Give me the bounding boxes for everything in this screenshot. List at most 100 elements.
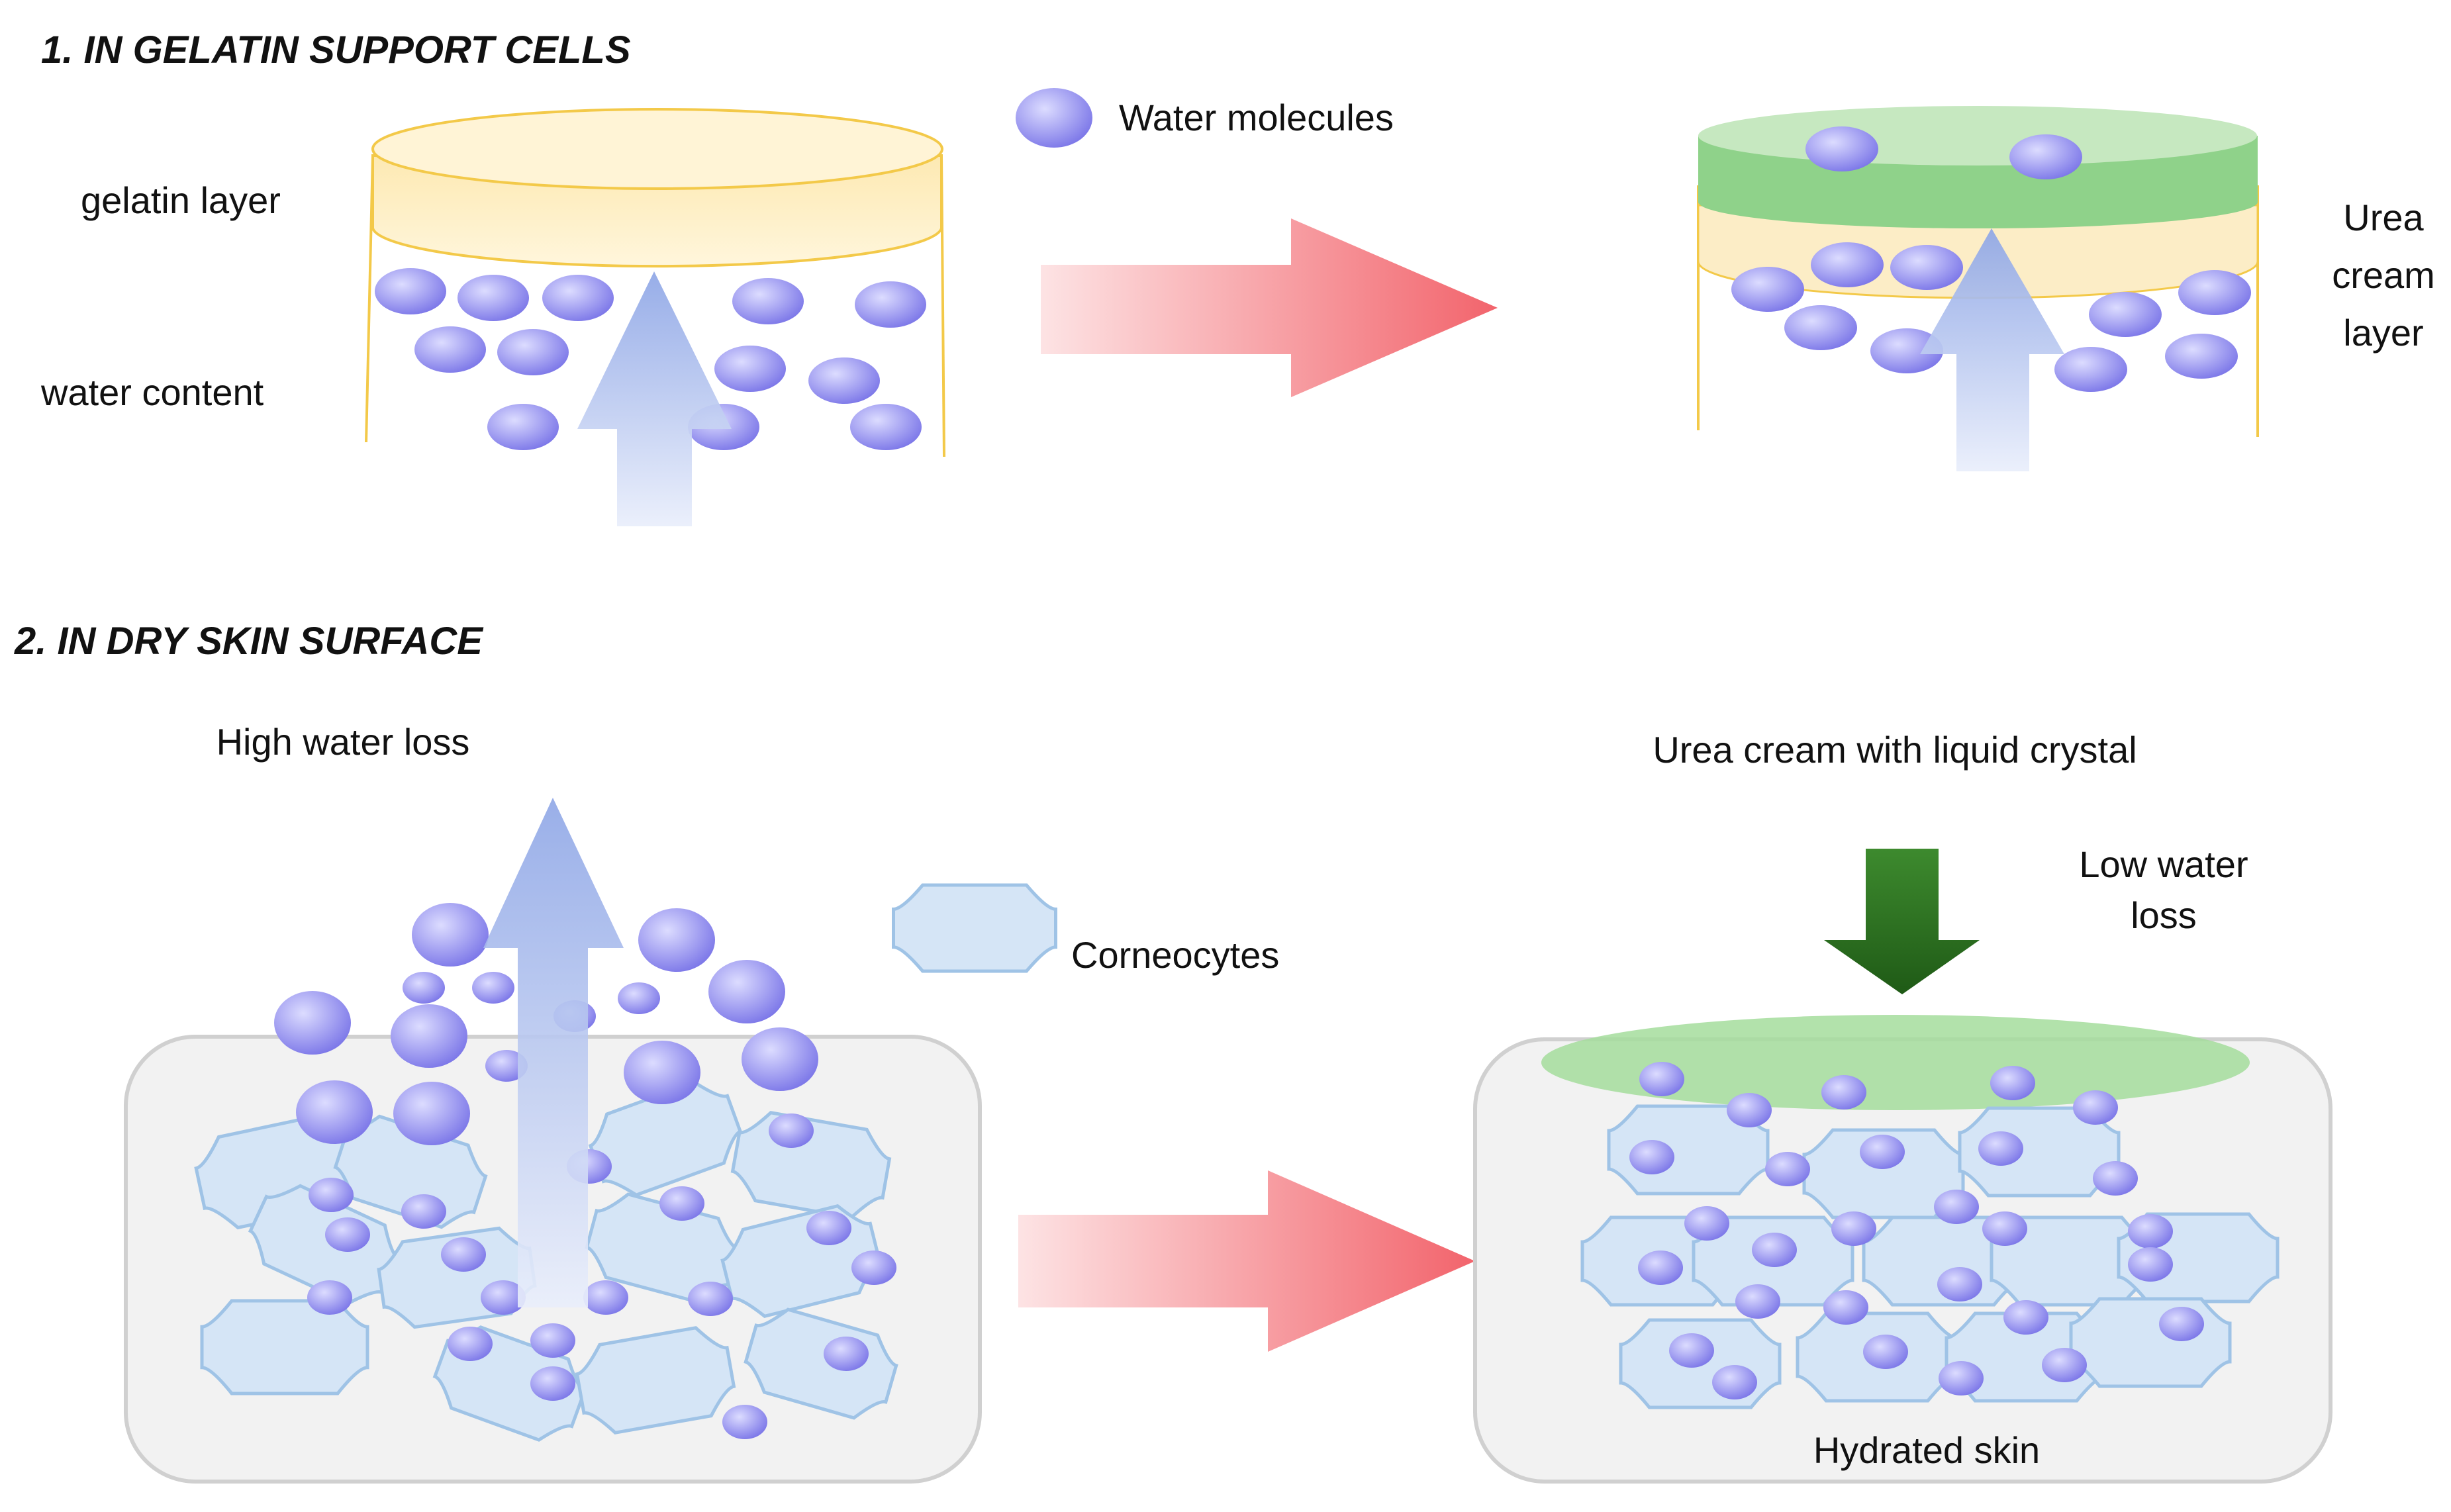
water-molecule [497, 329, 569, 375]
urea-label-line1: Urea [2343, 197, 2424, 238]
urea-cream-film [1541, 1015, 2250, 1110]
water-molecule [1831, 1211, 1876, 1246]
water-molecule [412, 903, 489, 967]
water-molecule [1939, 1361, 1984, 1395]
water-molecule [1863, 1335, 1908, 1369]
water-molecule [618, 982, 660, 1014]
water-molecule [2042, 1348, 2087, 1382]
water-molecule [1784, 305, 1857, 350]
water-molecule [851, 1251, 896, 1285]
water-molecule [688, 1282, 733, 1316]
corneocyte-legend-icon [892, 883, 1057, 973]
water-molecule [1727, 1093, 1772, 1127]
water-molecule [481, 1280, 526, 1315]
high-water-loss-arrow [483, 798, 624, 1307]
water-molecule [2159, 1307, 2204, 1341]
water-molecule [530, 1323, 575, 1358]
cream-application-arrow [1824, 849, 1980, 994]
corneocyte [2069, 1297, 2232, 1388]
water-molecule [2089, 292, 2162, 337]
gelatin-top [371, 108, 943, 190]
water-molecule [808, 357, 880, 404]
corneocytes-legend-label: Corneocytes [1071, 934, 1279, 976]
water-molecule [375, 268, 446, 314]
water-molecules-retained [1629, 1062, 2204, 1399]
water-molecule [472, 972, 514, 1004]
water-molecule [1669, 1333, 1714, 1368]
water-molecule [2093, 1161, 2138, 1196]
hydrated-skin-label: Hydrated skin [1813, 1429, 2040, 1471]
water-molecule [1890, 245, 1963, 290]
water-molecule [708, 960, 785, 1023]
water-molecule [1638, 1251, 1683, 1285]
water-molecule [722, 1405, 767, 1439]
water-molecule [1978, 1131, 2023, 1166]
high-water-loss-label: High water loss [216, 721, 470, 763]
water-molecule [2009, 134, 2082, 179]
water-molecule [732, 278, 804, 324]
water-molecule [742, 1027, 818, 1091]
water-molecule [307, 1280, 352, 1315]
water-molecule [2003, 1300, 2048, 1335]
water-molecule [542, 275, 614, 321]
water-molecule [806, 1211, 851, 1245]
transition-arrow-section1 [1041, 218, 1498, 397]
water-molecule [1982, 1211, 2027, 1246]
water-molecule [1821, 1075, 1866, 1110]
low-water-loss-line2: loss [2131, 894, 2197, 936]
transition-arrow-section2 [1018, 1170, 1475, 1352]
section2-title: 2. IN DRY SKIN SURFACE [14, 620, 484, 663]
water-molecule [2128, 1214, 2173, 1249]
water-molecule [769, 1113, 814, 1148]
water-molecule [1735, 1284, 1780, 1319]
urea-cream-liquid-crystal-label: Urea cream with liquid crystal [1653, 729, 2137, 771]
water-molecule [1765, 1152, 1810, 1186]
water-molecule [441, 1237, 486, 1272]
water-molecule [1684, 1206, 1729, 1241]
water-molecule [401, 1194, 446, 1229]
water-molecule [1752, 1233, 1797, 1267]
urea-cream-top [1698, 106, 2257, 165]
corneocyte [200, 1299, 369, 1395]
corneocyte [575, 1326, 736, 1435]
water-molecule [530, 1366, 575, 1401]
gelatin-layer-label: gelatin layer [81, 179, 281, 221]
low-water-loss-line1: Low water [2079, 843, 2248, 885]
water-molecules-right-cell [1731, 126, 2251, 392]
water-molecule [309, 1178, 354, 1212]
water-molecule [391, 1004, 467, 1068]
corneocyte [588, 1080, 743, 1197]
water-molecules-legend-label: Water molecules [1119, 97, 1394, 138]
water-molecule [2054, 347, 2127, 392]
water-molecule [274, 991, 351, 1055]
water-molecule [487, 404, 559, 450]
urea-label-line3: layer [2343, 312, 2423, 354]
water-molecule [2073, 1090, 2118, 1125]
water-molecule [448, 1327, 493, 1361]
water-molecule [485, 1050, 528, 1082]
water-molecule [1990, 1066, 2035, 1100]
water-molecule [1629, 1140, 1674, 1174]
water-molecule [714, 346, 786, 392]
water-molecule [1731, 267, 1804, 312]
water-molecule [855, 281, 926, 328]
water-molecules-escaping [274, 903, 818, 1145]
water-molecule [325, 1217, 370, 1252]
water-molecule [1934, 1190, 1979, 1224]
water-molecule [1712, 1365, 1757, 1399]
corneocyte [744, 1307, 898, 1420]
water-molecule [296, 1080, 373, 1144]
water-molecule [403, 972, 445, 1004]
water-molecule [2128, 1247, 2173, 1282]
evaporation-arrow-right-cell [1920, 228, 2064, 471]
water-molecule [624, 1041, 700, 1104]
water-molecule [1811, 242, 1884, 287]
urea-label-line2: cream [2332, 254, 2435, 296]
water-molecule [1823, 1290, 1868, 1325]
water-molecule [638, 908, 715, 972]
gelatin-cell-left [365, 108, 945, 457]
water-molecule [659, 1186, 704, 1221]
water-molecule [1639, 1062, 1684, 1096]
water-content-label: water content [40, 371, 264, 413]
